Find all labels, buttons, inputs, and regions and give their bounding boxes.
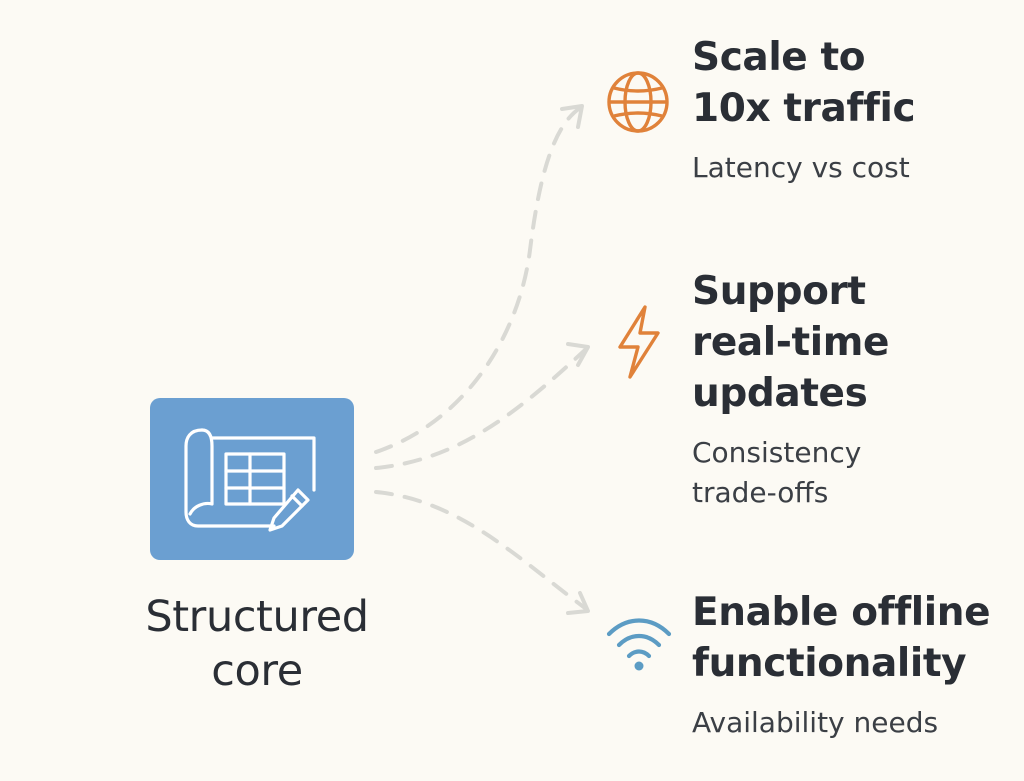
goal-offline: Enable offline functionality Availabilit…	[692, 587, 1022, 743]
goal-title: Enable offline functionality	[692, 590, 991, 686]
goal-note: Consistency trade-offs	[692, 436, 862, 509]
arrowhead-scale	[560, 104, 584, 129]
lightning-icon	[618, 305, 660, 379]
goal-note: Availability needs	[692, 706, 939, 739]
connector-to-scale	[374, 106, 582, 454]
connector-to-realtime	[374, 348, 587, 470]
goal-realtime: Support real-time updates Consistency tr…	[692, 266, 1022, 513]
wifi-icon	[606, 618, 672, 671]
goal-scale: Scale to 10x traffic Latency vs cost	[692, 32, 1022, 188]
core-label: Structured core	[145, 592, 369, 696]
connector-to-offline	[374, 490, 587, 610]
goal-note: Latency vs cost	[692, 151, 910, 184]
goal-title: Support real-time updates	[692, 269, 890, 416]
blueprint-icon	[184, 428, 316, 532]
globe-icon	[607, 71, 669, 133]
arrowhead-offline	[566, 591, 590, 615]
goal-title: Scale to 10x traffic	[692, 35, 916, 131]
arrowhead-realtime	[566, 342, 590, 367]
structured-core-box	[150, 398, 354, 560]
